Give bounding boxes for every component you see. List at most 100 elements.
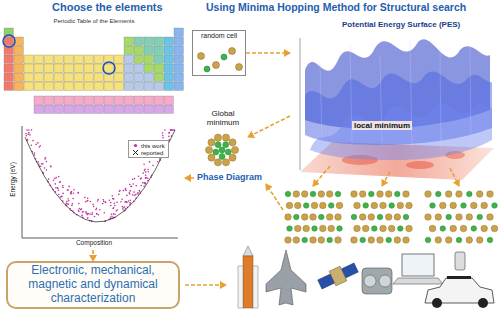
element-cell [134, 46, 143, 54]
atom [335, 237, 342, 244]
selection-circle [3, 35, 15, 47]
pes-panel: Potential Energy Surface (PES) [290, 20, 497, 180]
flow-arrows [185, 166, 459, 285]
energy-point [130, 186, 132, 188]
energy-point [140, 178, 142, 180]
atom [471, 226, 477, 232]
element-cell [44, 55, 53, 63]
energy-point [93, 206, 95, 208]
atom [303, 225, 310, 232]
atom [476, 191, 483, 198]
element-cell [74, 96, 83, 104]
atom [236, 64, 243, 71]
energy-point [97, 200, 99, 202]
energy-point [54, 183, 56, 185]
atom [328, 203, 334, 209]
step-label: Phase Diagram [197, 172, 262, 182]
engine [364, 275, 376, 287]
energy-point [119, 190, 121, 192]
element-cell [84, 105, 93, 113]
atom [429, 225, 436, 232]
energy-point [72, 198, 74, 200]
energy-point [145, 177, 147, 179]
atom [327, 237, 333, 243]
atom [450, 202, 457, 209]
element-cell [134, 55, 143, 63]
element-cell [154, 64, 163, 72]
energy-point [112, 198, 114, 200]
element-cell [104, 82, 113, 90]
energy-point [134, 194, 136, 196]
element-cell [154, 82, 163, 90]
energy-point [113, 207, 115, 209]
atoms [198, 48, 243, 73]
atom [360, 237, 366, 243]
atom [425, 237, 431, 243]
element-cell [154, 46, 163, 54]
element-cell [94, 96, 103, 104]
atom [302, 237, 308, 243]
atom [446, 214, 452, 220]
atom [351, 237, 358, 244]
energy-point [50, 165, 52, 167]
element-cell [74, 82, 83, 90]
atom [208, 154, 215, 161]
atom [320, 225, 327, 232]
energy-point [114, 203, 116, 205]
atom [335, 191, 341, 197]
element-cell [144, 37, 153, 45]
element-cell [54, 55, 63, 63]
energy-point [32, 140, 34, 142]
element-cell [84, 55, 93, 63]
energy-point [105, 202, 107, 204]
flow-arrow [185, 177, 194, 179]
convex-hull [25, 130, 175, 222]
energy-point [81, 208, 83, 210]
atom [385, 191, 392, 198]
atom [403, 191, 410, 198]
atom [398, 226, 404, 232]
legend-text: reported [141, 150, 163, 156]
plot-axis [22, 238, 178, 239]
energy-point [81, 215, 83, 217]
element-cell [4, 37, 13, 45]
element-cell [94, 105, 103, 113]
element-cell [144, 96, 153, 104]
atom [389, 203, 395, 209]
atom [450, 225, 457, 232]
energy-point [122, 206, 124, 208]
energy-point [102, 203, 104, 205]
atom [435, 237, 442, 244]
energy-point [103, 199, 105, 201]
element-cell [114, 96, 123, 104]
energy-point [57, 187, 59, 189]
atom [371, 202, 378, 209]
atom [466, 237, 473, 244]
energy-point [92, 212, 94, 214]
atom [461, 203, 467, 209]
energy-point [87, 200, 89, 202]
periodic-table-panel: Periodic Table of the Elements [2, 17, 186, 120]
legend-row: reported [132, 149, 165, 156]
energy-point [170, 129, 172, 131]
energy-point [133, 191, 135, 193]
energy-point [110, 202, 112, 204]
energy-point [58, 189, 60, 191]
energy-point [62, 193, 64, 195]
energy-point [73, 189, 75, 191]
energy-point [123, 190, 125, 192]
energy-point [67, 203, 69, 205]
node-text: Potential Energy Surface (PES) [342, 20, 460, 29]
energy-point [67, 189, 69, 191]
energy-point [37, 161, 39, 163]
node-text: random cell [193, 31, 245, 39]
energy-point [144, 183, 146, 185]
atom [487, 237, 493, 243]
energy-point [87, 217, 89, 219]
periodic-table [4, 28, 183, 113]
energy-point [61, 195, 63, 197]
element-cell [64, 73, 73, 81]
element-cell [44, 73, 53, 81]
element-cell [94, 55, 103, 63]
atom [380, 225, 387, 232]
